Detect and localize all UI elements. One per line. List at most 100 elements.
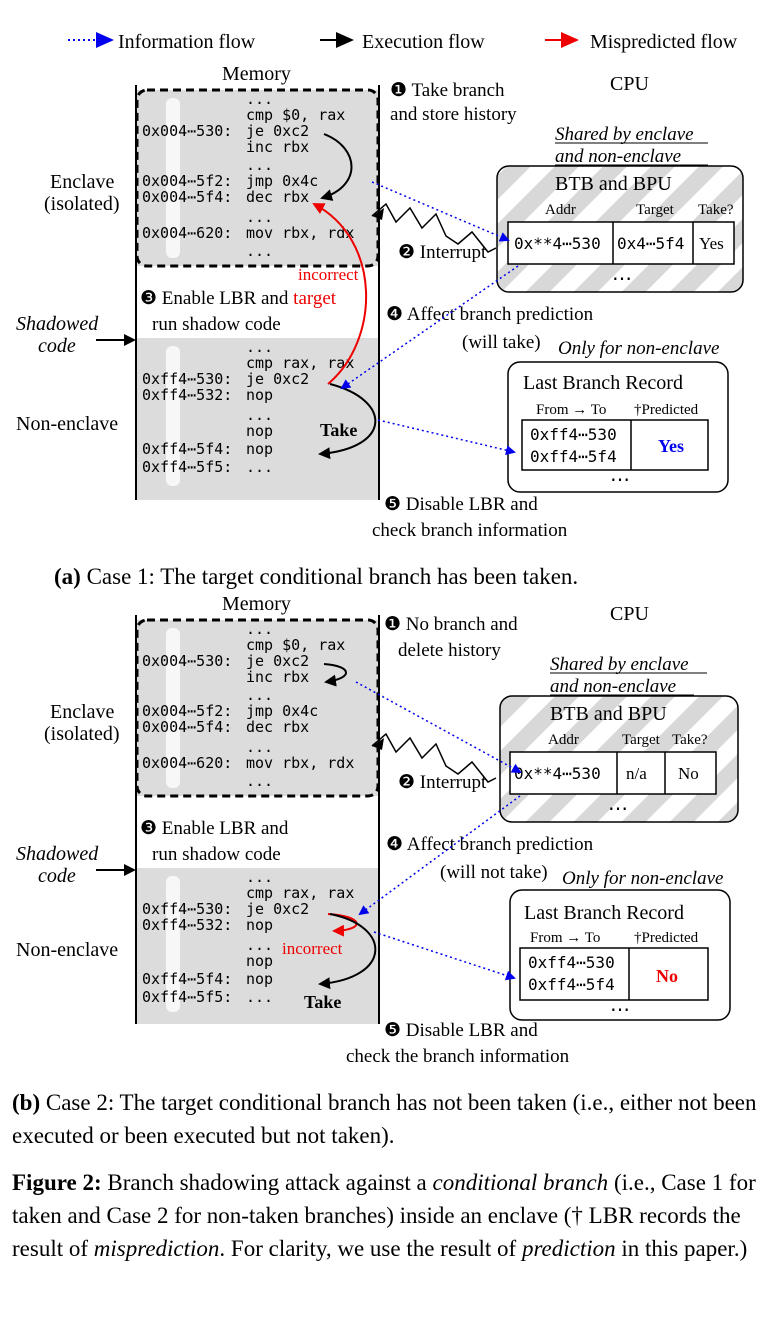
- interrupt-zigzag: [371, 732, 497, 783]
- shadow-code: ... cmp rax, rax 0xff4⋯530: je 0xc2 0xff…: [142, 868, 354, 1006]
- code-addr: 0xff4⋯532:: [142, 386, 232, 404]
- take-label: Take: [320, 420, 357, 440]
- enclave-code: ... cmp $0, rax 0x004⋯530: je 0xc2 inc r…: [142, 90, 354, 260]
- code-line: ...: [246, 242, 273, 260]
- code-addr: 0xff4⋯530:: [142, 370, 232, 388]
- info-arrow-to-btb: [371, 181, 510, 242]
- btb-take-header: Take?: [672, 732, 708, 748]
- btb-take: Yes: [699, 234, 724, 253]
- btb-row: [507, 221, 735, 265]
- code-addr: 0x004⋯5f4:: [142, 188, 232, 206]
- legend-exec: Execution flow: [362, 31, 485, 53]
- info-arrow-to-lbr: [377, 419, 516, 456]
- code-line: ...: [246, 738, 273, 756]
- figure-text4: in this paper.): [615, 1236, 748, 1261]
- code-line: ...: [246, 936, 273, 954]
- info-arrow-btb-to-shadow: [340, 265, 519, 390]
- code-label: code: [38, 865, 76, 887]
- code-addr: 0x004⋯620:: [142, 224, 232, 242]
- code-line: cmp $0, rax: [246, 106, 345, 124]
- only-nonenclave: Only for non-enclave: [562, 868, 723, 889]
- btb-dots: ⋯: [608, 798, 628, 820]
- code-line: je 0xc2: [246, 652, 309, 670]
- mispred-flow-legend-arrow: [561, 32, 579, 48]
- exec-arrow-shadow: [318, 913, 377, 990]
- lbr-from: 0xff4⋯530: [528, 953, 615, 972]
- btb-addr-header: Addr: [548, 732, 579, 748]
- lbr-pred: No: [656, 966, 678, 986]
- shadow-code: ... cmp rax, rax 0xff4⋯530: je 0xc2 0xff…: [142, 338, 354, 476]
- shared-line1: Shared by enclave: [555, 124, 694, 145]
- enclave-scrollbar: [166, 98, 180, 258]
- caption-a-label: (a): [54, 564, 81, 589]
- figure-italic3: prediction: [521, 1236, 616, 1261]
- lbr-to: 0xff4⋯5f4: [530, 447, 617, 466]
- lbr-dots: ⋯: [610, 469, 630, 491]
- interrupt-arrowhead: [372, 208, 384, 220]
- code-addr: 0x004⋯530:: [142, 652, 232, 670]
- panel-a: Memory CPU ... cmp $0, rax 0x004⋯530: je…: [16, 63, 744, 541]
- code-line: je 0xc2: [246, 900, 309, 918]
- shadow-scrollbar: [166, 346, 180, 486]
- step5-line1: ❺ Disable LBR and: [384, 494, 538, 515]
- enclave-scrollbar: [166, 628, 180, 788]
- step3-line2: run shadow code: [152, 844, 281, 865]
- enclave-code: ... cmp $0, rax 0x004⋯530: je 0xc2 inc r…: [142, 620, 354, 790]
- only-nonenclave: Only for non-enclave: [558, 338, 719, 359]
- code-line: inc rbx: [246, 138, 309, 156]
- memory-label: Memory: [222, 63, 291, 85]
- code-line: nop: [246, 952, 273, 970]
- info-arrow-to-btb: [355, 681, 522, 773]
- incorrect-label: incorrect: [298, 265, 359, 284]
- code-line: nop: [246, 422, 273, 440]
- btb-addr: 0x**4⋯530: [514, 234, 601, 253]
- step4-line1: ❹ Affect branch prediction: [386, 304, 594, 325]
- step4-line1: ❹ Affect branch prediction: [386, 834, 594, 855]
- caption-b: (b) Case 2: The target conditional branc…: [12, 1086, 772, 1152]
- code-line: jmp 0x4c: [246, 702, 318, 720]
- btb-take: No: [678, 764, 699, 783]
- lbr-pred-header: †Predicted: [634, 402, 699, 418]
- lbr-to: 0xff4⋯5f4: [528, 975, 615, 994]
- lbr-pred: Yes: [658, 436, 684, 456]
- exec-arrow-enclave: [323, 663, 347, 687]
- nonenclave-label: Non-enclave: [16, 413, 118, 435]
- code-line: nop: [246, 916, 273, 934]
- step1-line1: ❶ No branch and: [384, 614, 518, 635]
- code-addr: 0x004⋯5f2:: [142, 172, 232, 190]
- enclave-dashed-border: [135, 618, 380, 798]
- code-addr: 0xff4⋯530:: [142, 900, 232, 918]
- interrupt-zigzag: [371, 202, 497, 253]
- code-line: ...: [246, 156, 273, 174]
- code-addr: 0xff4⋯5f4:: [142, 440, 232, 458]
- lbr-row: [521, 419, 709, 471]
- code-line: dec rbx: [246, 188, 309, 206]
- take-label: Take: [304, 992, 341, 1012]
- incorrect-label: incorrect: [282, 939, 343, 958]
- btb-title: BTB and BPU: [555, 173, 672, 195]
- btb-dots: ⋯: [612, 268, 632, 290]
- code-line: ...: [246, 686, 273, 704]
- lbr-fromto-header: From → To: [536, 402, 606, 418]
- step3-text: ❸ Enable LBR and: [140, 288, 293, 309]
- lbr-dots: ⋯: [610, 999, 630, 1021]
- isolated-label: (isolated): [44, 723, 120, 745]
- code-line: ...: [246, 406, 273, 424]
- code-addr: 0x004⋯620:: [142, 754, 232, 772]
- step2: ❷ Interrupt: [398, 242, 487, 263]
- btb-title: BTB and BPU: [550, 703, 667, 725]
- lbr-title: Last Branch Record: [524, 902, 684, 924]
- shared-line2: and non-enclave: [555, 146, 681, 167]
- code-addr: 0xff4⋯532:: [142, 916, 232, 934]
- code-line: mov rbx, rdx: [246, 224, 354, 242]
- figure-italic1: conditional branch: [432, 1170, 609, 1195]
- lbr-from: 0xff4⋯530: [530, 425, 617, 444]
- exec-arrow-shadow: [318, 383, 377, 460]
- code-line: ...: [246, 620, 273, 638]
- code-addr: 0xff4⋯5f5:: [142, 458, 232, 476]
- info-arrow-to-lbr: [373, 931, 516, 981]
- code-label: code: [38, 335, 76, 357]
- code-addr: 0xff4⋯5f5:: [142, 988, 232, 1006]
- btb-row: [509, 751, 717, 795]
- code-addr: 0xff4⋯5f4:: [142, 970, 232, 988]
